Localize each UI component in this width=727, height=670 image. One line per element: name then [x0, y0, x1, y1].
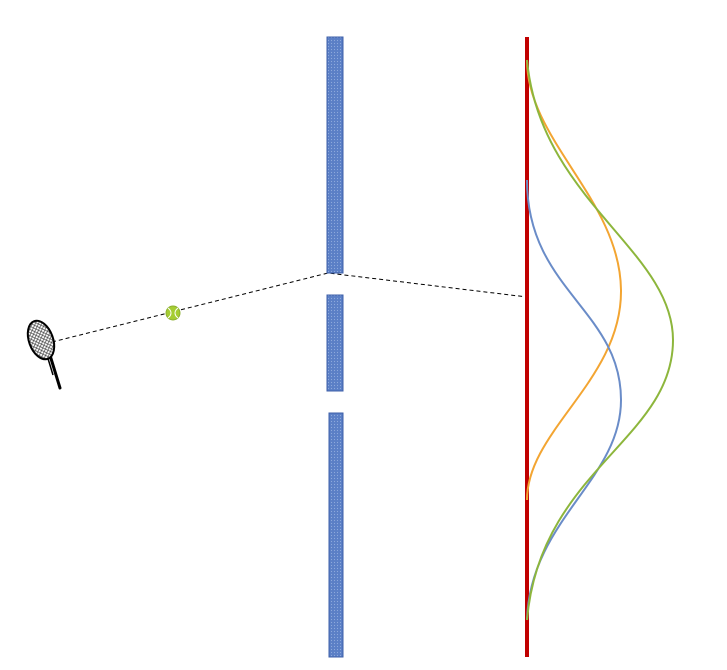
barrier-top-segment [326, 36, 344, 274]
distribution-curves [526, 59, 675, 621]
combined-distribution-curve [526, 59, 675, 621]
upper-slit-distribution-curve [526, 59, 623, 501]
barrier-bottom-segment [328, 412, 344, 658]
tennis-racket-icon [26, 319, 62, 390]
lower-slit-distribution-curve [526, 179, 623, 621]
slit-barrier [326, 36, 344, 658]
barrier-middle-segment [326, 294, 344, 392]
tennis-ball-icon [165, 305, 181, 321]
ball-trajectory [51, 272, 528, 343]
